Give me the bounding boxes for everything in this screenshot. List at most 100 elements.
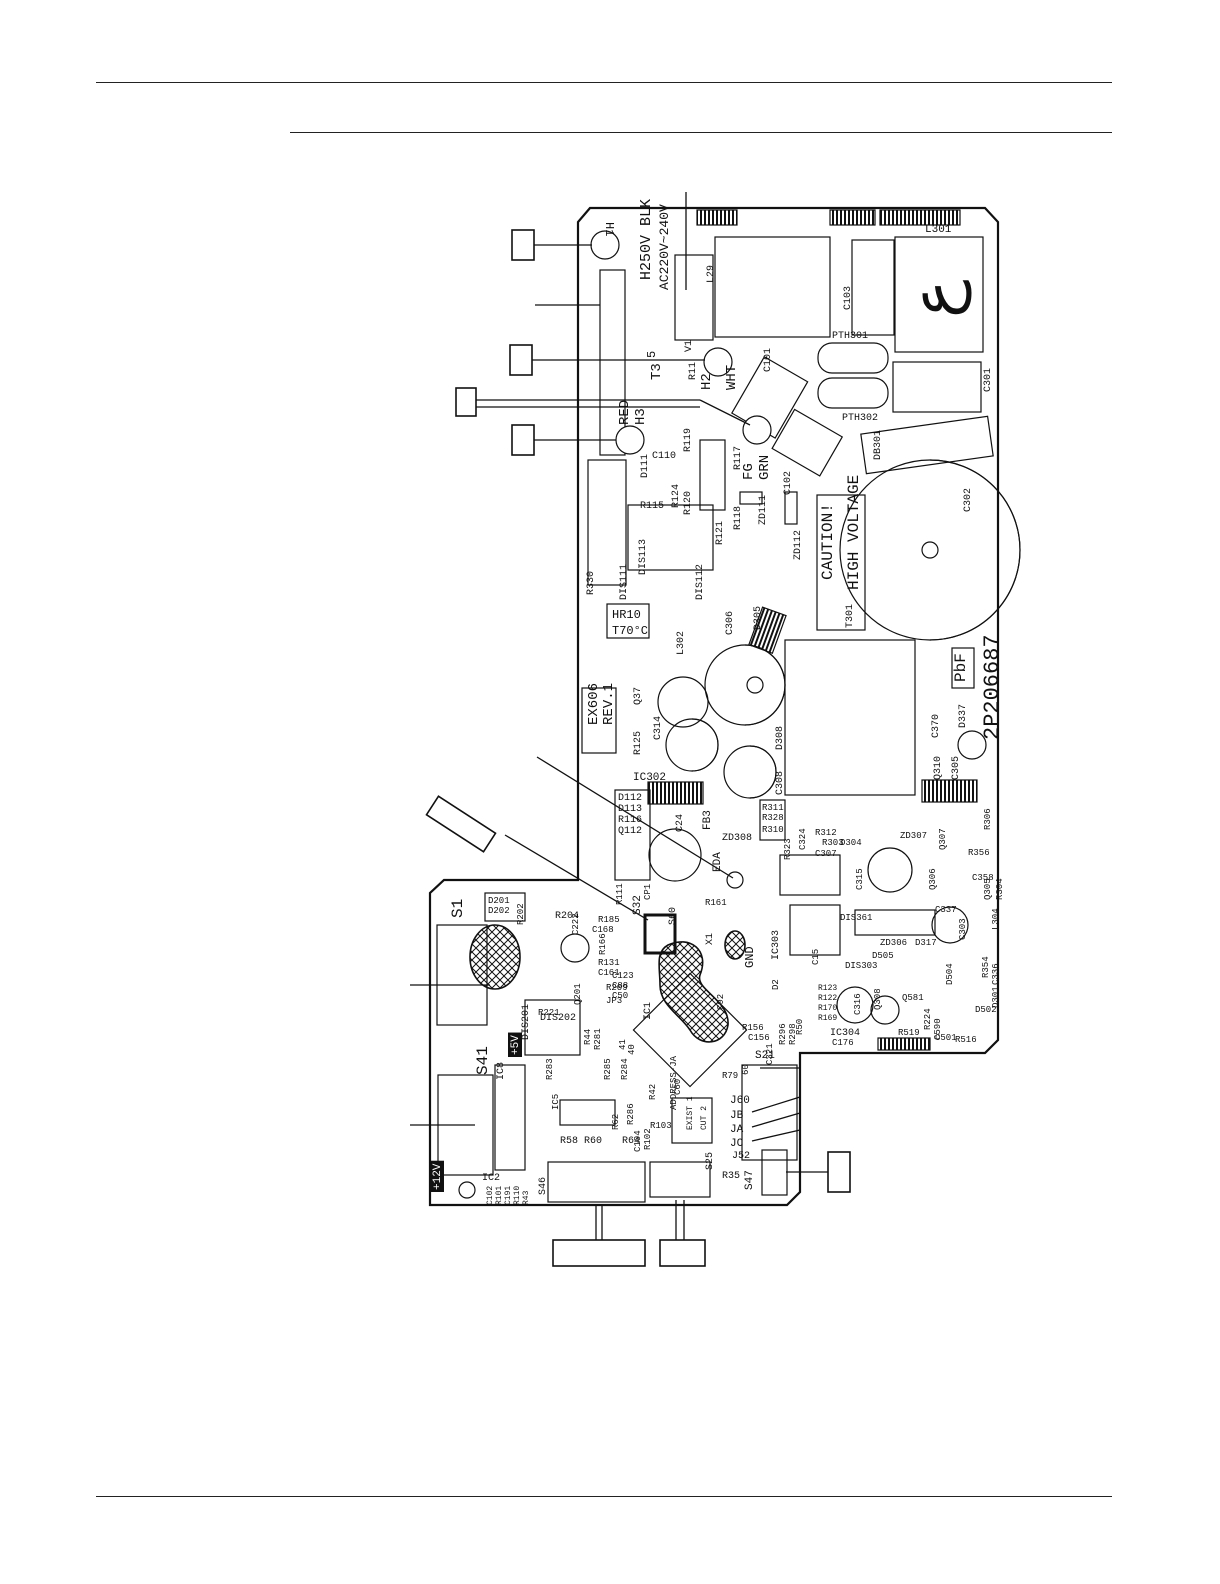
pcb-label: C60	[673, 1079, 683, 1095]
pcb-label: R110	[513, 1186, 522, 1205]
pcb-label: Q308	[873, 988, 883, 1010]
pcb-label: PbF	[952, 653, 970, 682]
pcb-label: R50	[795, 1019, 805, 1035]
pcb-label: D301	[991, 986, 1001, 1008]
pcb-label: H250V BLK	[638, 199, 655, 280]
pcb-label: ZD111	[758, 495, 769, 525]
pcb-label: Q201	[573, 983, 583, 1005]
pcb-label: R11	[688, 362, 699, 380]
pcb-label: C88	[612, 981, 628, 991]
pad-h3	[615, 425, 645, 455]
pcb-label: R209	[606, 983, 628, 993]
pbf-box	[951, 647, 975, 689]
strip-left	[599, 269, 626, 456]
pcb-label: R306	[983, 808, 993, 830]
pcb-label: D113	[618, 804, 642, 815]
pcb-label: R120	[683, 491, 694, 515]
callout-box-7	[552, 1239, 646, 1267]
pcb-label: DIS113	[638, 539, 649, 575]
pcb-label: J52	[732, 1151, 750, 1162]
pcb-board-outline	[428, 206, 1000, 1207]
inverted-label-bg	[430, 1160, 444, 1192]
pad-ex	[726, 871, 744, 889]
pcb-label: C307	[815, 849, 837, 859]
pcb-label: JP3	[606, 996, 622, 1006]
pcb-label: REV.1	[601, 683, 617, 725]
pcb-label: EDA	[712, 852, 724, 872]
pcb-label: PTH302	[842, 413, 878, 424]
pcb-label: R117	[733, 446, 744, 470]
db301-bridge	[860, 415, 994, 475]
s46-connector	[547, 1161, 646, 1203]
pcb-label: S1	[449, 899, 467, 918]
l301-block	[894, 236, 984, 353]
pth301	[817, 342, 889, 374]
pcb-label: D308	[775, 726, 786, 750]
pcb-label: C358	[972, 873, 994, 883]
pcb-label: R119	[683, 428, 694, 452]
pcb-label: R286	[626, 1103, 636, 1125]
pcb-label: R204	[555, 911, 579, 922]
pcb-label: C305	[951, 756, 962, 780]
pcb-label: R311	[762, 803, 784, 813]
pcb-label: R43	[522, 1190, 531, 1205]
pcb-label: H2	[699, 373, 715, 390]
callout-box-4	[511, 424, 535, 456]
pcb-label: CAUTION!	[819, 503, 837, 580]
pcb-label: IC302	[633, 772, 666, 784]
pcb-label: R312	[815, 828, 837, 838]
pcb-label: ADDRESS-JA	[669, 1055, 679, 1110]
c314-shading	[691, 718, 719, 772]
pcb-label: C336	[991, 963, 1001, 985]
pcb-label: C191	[504, 1186, 513, 1205]
pcb-label: HIGH VOLTAGE	[845, 475, 863, 590]
pcb-label: R328	[762, 813, 784, 823]
pcb-label: GRN	[757, 455, 773, 480]
top-connector-right	[879, 209, 961, 226]
callout-box-6	[827, 1151, 851, 1193]
callout-box-3	[455, 387, 477, 417]
c306-center	[746, 676, 764, 694]
r204-capacitor	[560, 933, 590, 963]
pcb-label: PTH301	[832, 331, 868, 342]
pcb-label: R44	[583, 1029, 593, 1045]
callout-box-5	[425, 795, 497, 853]
pcb-label: C104	[633, 1130, 643, 1152]
pcb-label: 41	[618, 1039, 628, 1050]
fuse-block	[674, 254, 714, 341]
callout-box-8	[659, 1239, 706, 1267]
ic2-ring	[458, 1181, 476, 1199]
pcb-label: R330	[586, 571, 597, 595]
pcb-label: C168	[592, 925, 614, 935]
pcb-label: C15	[811, 949, 821, 965]
pcb-label: C101	[763, 348, 774, 372]
pcb-label: L304	[991, 908, 1001, 930]
r117-block	[699, 439, 726, 511]
pcb-label: Q310	[933, 756, 944, 780]
pcb-label: D504	[945, 963, 955, 985]
pcb-label: S46	[538, 1177, 549, 1195]
footer-rule	[96, 1496, 1112, 1497]
c305-capacitor	[957, 730, 987, 760]
pcb-label: R122	[818, 994, 837, 1003]
pcb-label: C102	[783, 471, 794, 495]
pcb-label: C314	[653, 716, 664, 740]
s25-connector	[649, 1161, 711, 1198]
c302-capacitor-shading	[929, 459, 1021, 641]
pcb-label: R170	[818, 1004, 837, 1013]
pcb-label: C590	[933, 1018, 943, 1040]
pcb-label: D112	[618, 793, 642, 804]
pcb-label: DIS202	[540, 1013, 576, 1024]
d112-group	[614, 789, 651, 881]
pcb-label: R79	[722, 1071, 738, 1081]
header-rule-top	[96, 82, 1112, 83]
pcb-label: ZD112	[793, 530, 804, 560]
pcb-label: D305	[753, 606, 764, 630]
r307-strip	[854, 909, 936, 936]
ic1-hatched-zone	[658, 941, 729, 1043]
pcb-label: IC8	[496, 1062, 507, 1080]
pcb-label: 40	[627, 1044, 637, 1055]
pcb-label: R185	[598, 915, 620, 925]
pcb-label: D505	[872, 951, 894, 961]
pcb-label: D317	[915, 938, 937, 948]
